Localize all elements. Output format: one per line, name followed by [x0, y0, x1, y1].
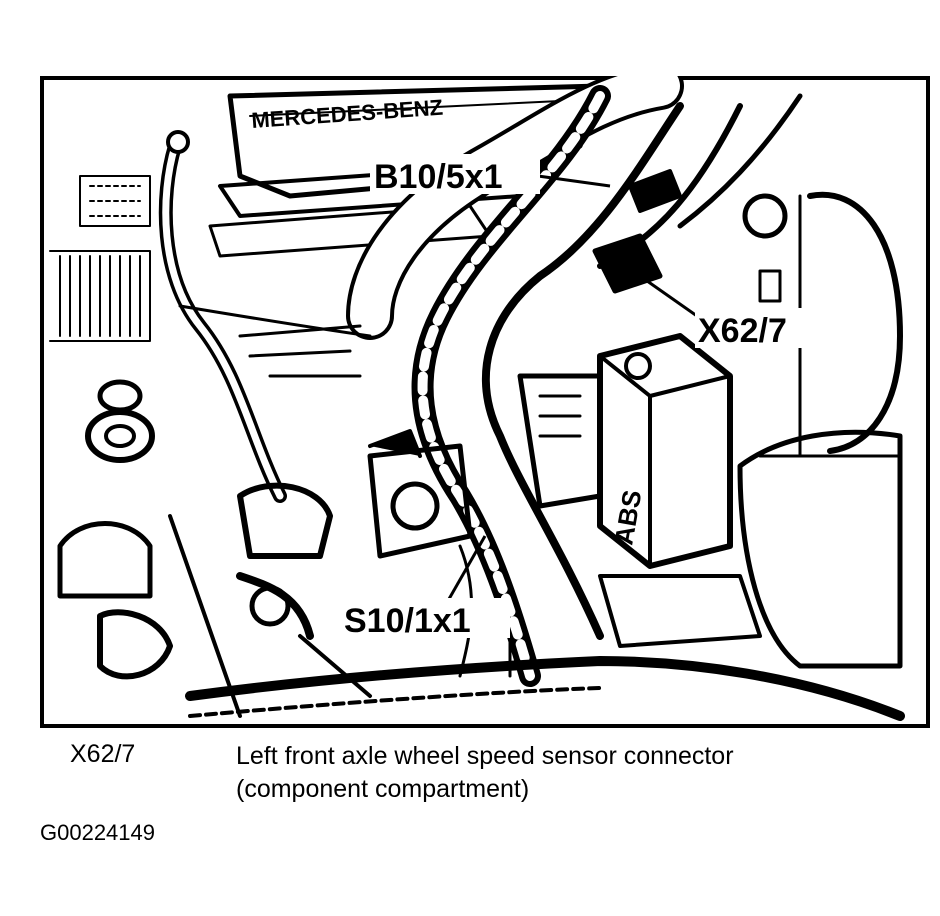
legend-code: X62/7 [70, 740, 136, 768]
engine-compartment-diagram: MERCEDES-BENZ ABS B10/5x1 X62/7 S10/1x1 [40, 76, 934, 730]
b10-label-bg [370, 154, 540, 194]
callout-leaders [443, 174, 698, 607]
legend-description-line1: Left front axle wheel speed sensor conne… [236, 742, 734, 770]
x62-label-bg [695, 308, 825, 348]
callout-x62: X62/7 [698, 312, 787, 350]
b10-leader-line [537, 174, 611, 188]
diagram-svg: MERCEDES-BENZ ABS B10/5x1 X62/7 S10/1x1 [40, 76, 930, 728]
callout-b10: B10/5x1 [374, 158, 503, 196]
s10-label-bg [340, 598, 510, 638]
legend-description: Left front axle wheel speed sensor conne… [236, 740, 916, 806]
figure-id: G00224149 [40, 820, 155, 845]
s10-leader-line [443, 535, 487, 607]
callout-s10: S10/1x1 [344, 602, 471, 640]
x62-leader-line [639, 274, 698, 318]
legend-description-line2: (component compartment) [236, 775, 530, 803]
